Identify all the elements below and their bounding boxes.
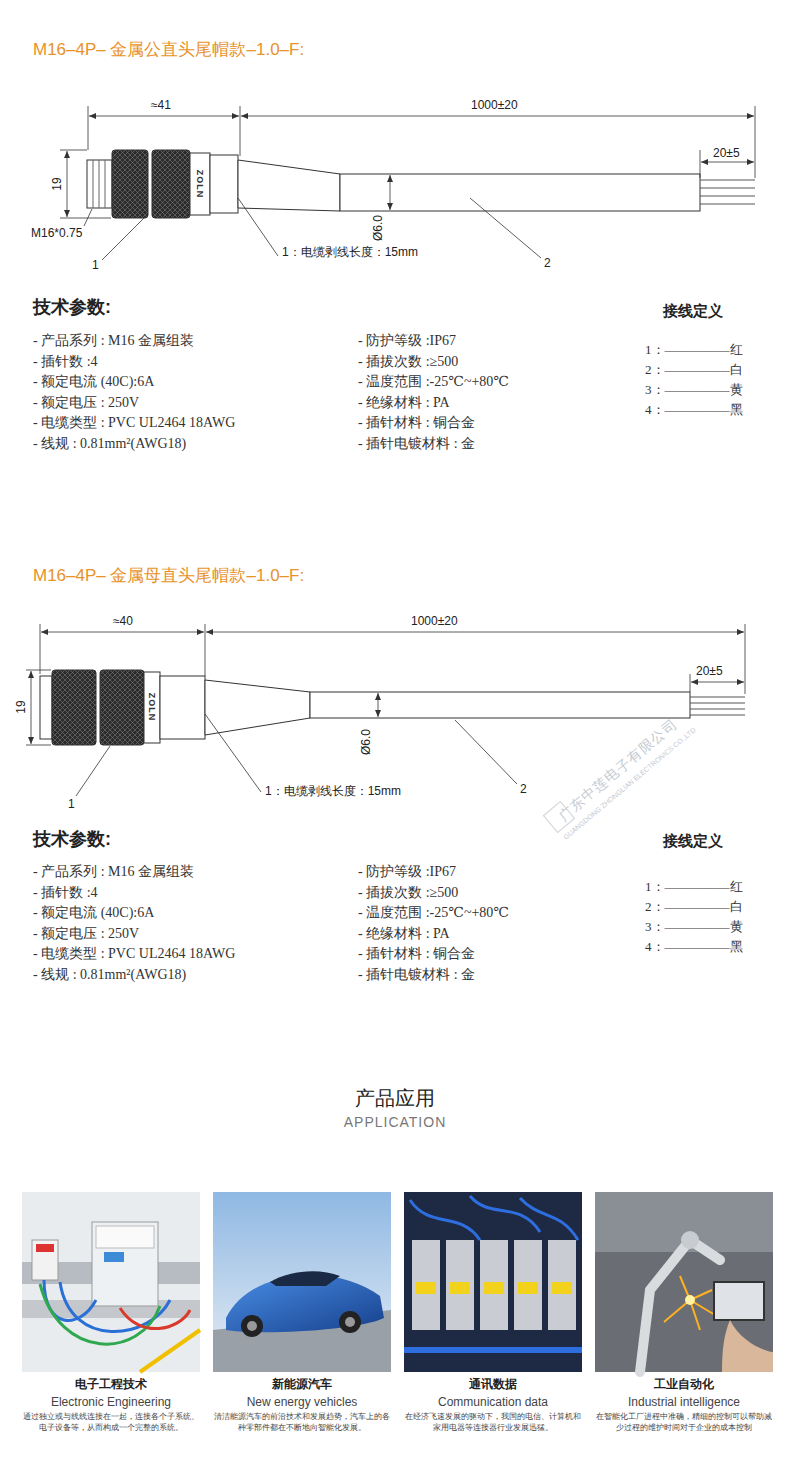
dimension-lines (60, 106, 755, 260)
spec-item: - 温度范围 :-25℃~+80℃ (358, 374, 509, 391)
spec-item: - 电缆类型 : PVC UL2464 18AWG (33, 946, 235, 963)
dimension-text: 1000±20 (470, 98, 519, 112)
application-photo (595, 1192, 773, 1372)
spec-item: - 额定电流 (40C):6A (33, 905, 154, 922)
section-heading: 技术参数: (33, 297, 111, 319)
dimension-text: 20±5 (712, 146, 741, 160)
wiring-item: 2：—————白 (645, 362, 743, 378)
card-title: 电子工程技术 (22, 1377, 200, 1391)
spec-item: - 插针材料 : 铜合金 (358, 415, 475, 432)
dimension-text: 20±5 (695, 664, 724, 678)
application-photo (213, 1192, 391, 1372)
wiring-item: 4：—————黑 (645, 402, 743, 418)
spec-item: - 产品系列 : M16 金属组装 (33, 864, 194, 881)
spec-item: - 线规 : 0.81mm²(AWG18) (33, 436, 186, 453)
card-subtitle: Electronic Engineering (22, 1395, 200, 1409)
spec-item: - 插针数 :4 (33, 354, 98, 371)
dimension-text: Ø6.0 (359, 728, 373, 756)
spec-item: - 额定电压 : 250V (33, 926, 139, 943)
spec-item: - 插拔次数 :≥500 (358, 354, 458, 371)
dimension-text: 1000±20 (410, 614, 459, 628)
section-heading: 产品应用 (0, 1086, 790, 1110)
card-title: 通讯数据 (404, 1377, 582, 1391)
spec-item: - 产品系列 : M16 金属组装 (33, 333, 194, 350)
spec-item: - 额定电压 : 250V (33, 395, 139, 412)
spec-item: - 插拔次数 :≥500 (358, 885, 458, 902)
wiring-item: 3：—————黄 (645, 382, 743, 398)
male-connector-drawing (87, 150, 755, 218)
dimension-text: ≈40 (112, 614, 134, 628)
section-title: M16–4P– 金属公直头尾帽款–1.0–F: (33, 40, 304, 60)
spec-item: - 绝缘材料 : PA (358, 926, 450, 943)
wiring-item: 2：—————白 (645, 899, 743, 915)
dimension-lines (26, 624, 745, 796)
spec-item: - 插针电镀材料 : 金 (358, 967, 475, 984)
wiring-item: 4：—————黑 (645, 939, 743, 955)
section-subheading: APPLICATION (0, 1114, 790, 1131)
wiring-item: 3：—————黄 (645, 919, 743, 935)
wiring-item: 1：—————红 (645, 879, 743, 895)
card-description: 清洁能源汽车的前沿技术和发展趋势，汽车上的各种零部件都在不断地向智能化发展。 (213, 1412, 391, 1434)
dimension-text: Ø6.0 (371, 214, 385, 242)
spec-item: - 电缆类型 : PVC UL2464 18AWG (33, 415, 235, 432)
dimension-text: 19 (14, 699, 28, 714)
card-subtitle: New energy vehicles (213, 1395, 391, 1409)
card-description: 通过独立或与线线连接在一起，连接各个子系统、电子设备等，从而构成一个完整的系统。 (22, 1412, 200, 1434)
card-description: 在智能化工厂进程中准确，精细的控制可以帮助减少过程的维护时间对于企业的成本控制 (595, 1412, 773, 1434)
female-connector-drawing (40, 670, 745, 745)
card-title: 工业自动化 (595, 1377, 773, 1391)
callout-note: 1：电缆剥线长度：15mm (265, 784, 401, 798)
callout-number: 1 (68, 797, 75, 811)
section-heading: 技术参数: (33, 829, 111, 851)
dimension-text: 19 (50, 176, 64, 191)
spec-item: - 防护等级 :IP67 (358, 864, 456, 881)
spec-item: - 插针材料 : 铜合金 (358, 946, 475, 963)
card-description: 在经济飞速发展的驱动下，我国的电信、计算机和家用电器等连接器行业发展迅猛。 (404, 1412, 582, 1434)
spec-item: - 温度范围 :-25℃~+80℃ (358, 905, 509, 922)
callout-number: 1 (92, 258, 99, 272)
brand-mark: ZOLN (195, 170, 206, 199)
card-title: 新能源汽车 (213, 1377, 391, 1391)
application-photo (404, 1192, 582, 1372)
card-subtitle: Communication data (404, 1395, 582, 1409)
watermark: GUANGDONG ZHONGLIAN ELECTRONICS CO.,LTD (562, 726, 698, 842)
wiring-heading: 接线定义 (663, 302, 723, 320)
wiring-heading: 接线定义 (663, 832, 723, 850)
wiring-item: 1：—————红 (645, 342, 743, 358)
application-photo (22, 1192, 200, 1372)
spec-item: - 绝缘材料 : PA (358, 395, 450, 412)
dimension-text: ≈41 (150, 98, 172, 112)
spec-item: - 插针数 :4 (33, 885, 98, 902)
spec-item: - 额定电流 (40C):6A (33, 374, 154, 391)
spec-item: - 线规 : 0.81mm²(AWG18) (33, 967, 186, 984)
callout-note: 1：电缆剥线长度：15mm (282, 245, 418, 259)
card-subtitle: Industrial intelligence (595, 1395, 773, 1409)
section-title: M16–4P– 金属母直头尾帽款–1.0–F: (33, 566, 304, 586)
callout-number: 2 (544, 256, 551, 270)
callout-number: 2 (520, 782, 527, 796)
spec-item: - 防护等级 :IP67 (358, 333, 456, 350)
brand-mark: ZOLN (147, 693, 158, 722)
watermark: 广东中莲电子有限公司 (555, 715, 681, 824)
thread-spec: M16*0.75 (30, 226, 83, 240)
spec-item: - 插针电镀材料 : 金 (358, 436, 475, 453)
